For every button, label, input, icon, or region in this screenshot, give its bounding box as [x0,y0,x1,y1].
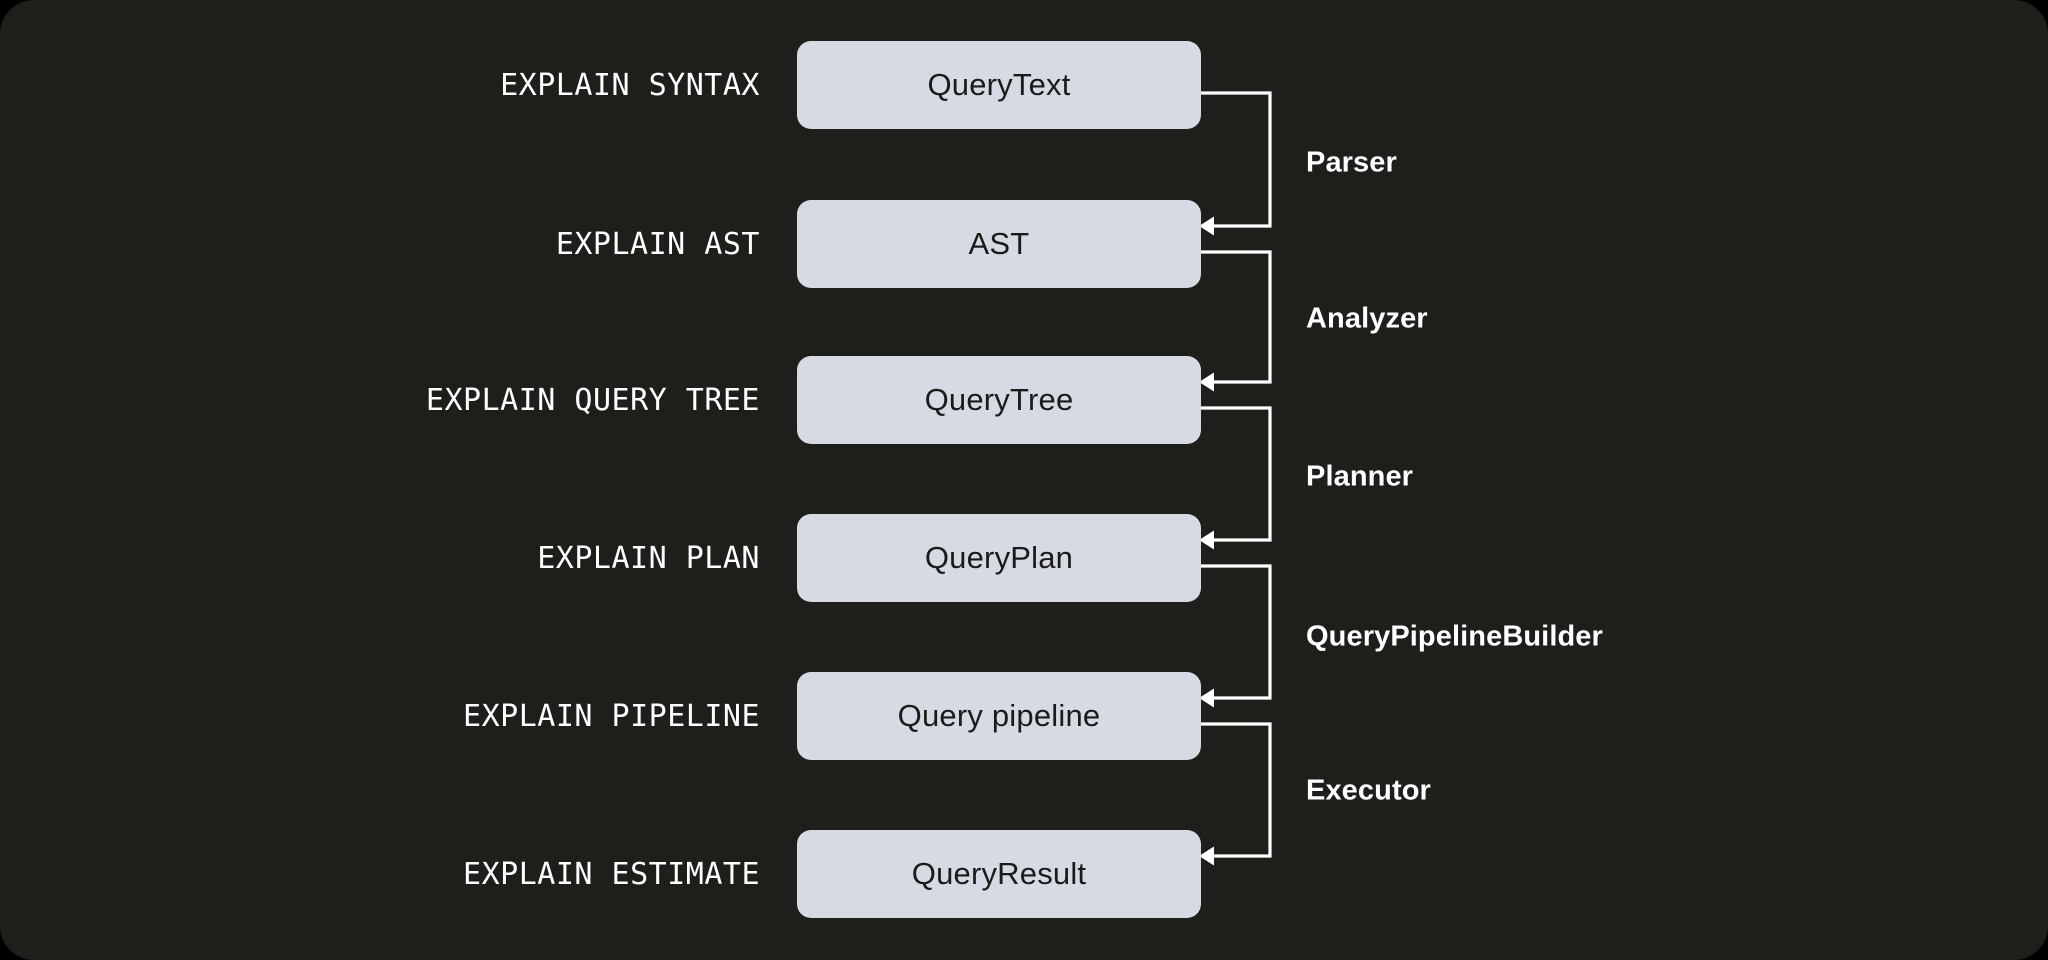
node-box-querytree: QueryTree [797,356,1201,444]
node-box-ast: AST [797,200,1201,288]
node-box-queryresult: QueryResult [797,830,1201,918]
pipeline-row: EXPLAIN PIPELINE Query pipeline [0,672,2048,760]
explain-label-ast: EXPLAIN AST [555,226,760,262]
node-box-queryplan: QueryPlan [797,514,1201,602]
pipeline-row: EXPLAIN ESTIMATE QueryResult [0,830,2048,918]
stage-label-parser: Parser [1306,146,1397,179]
explain-label-query-tree: EXPLAIN QUERY TREE [425,382,760,418]
node-box-query-pipeline: Query pipeline [797,672,1201,760]
pipeline-row: EXPLAIN SYNTAX QueryText [0,41,2048,129]
explain-label-pipeline: EXPLAIN PIPELINE [463,698,760,734]
pipeline-row: EXPLAIN PLAN QueryPlan [0,514,2048,602]
stage-label-analyzer: Analyzer [1306,302,1428,335]
pipeline-row: EXPLAIN AST AST [0,200,2048,288]
explain-label-syntax: EXPLAIN SYNTAX [500,67,760,103]
stage-label-querypipelinebuilder: QueryPipelineBuilder [1306,620,1603,653]
stage-label-planner: Planner [1306,460,1414,493]
explain-label-estimate: EXPLAIN ESTIMATE [463,856,760,892]
stage-label-executor: Executor [1306,774,1431,807]
pipeline-row: EXPLAIN QUERY TREE QueryTree [0,356,2048,444]
explain-label-plan: EXPLAIN PLAN [537,540,760,576]
node-box-querytext: QueryText [797,41,1201,129]
